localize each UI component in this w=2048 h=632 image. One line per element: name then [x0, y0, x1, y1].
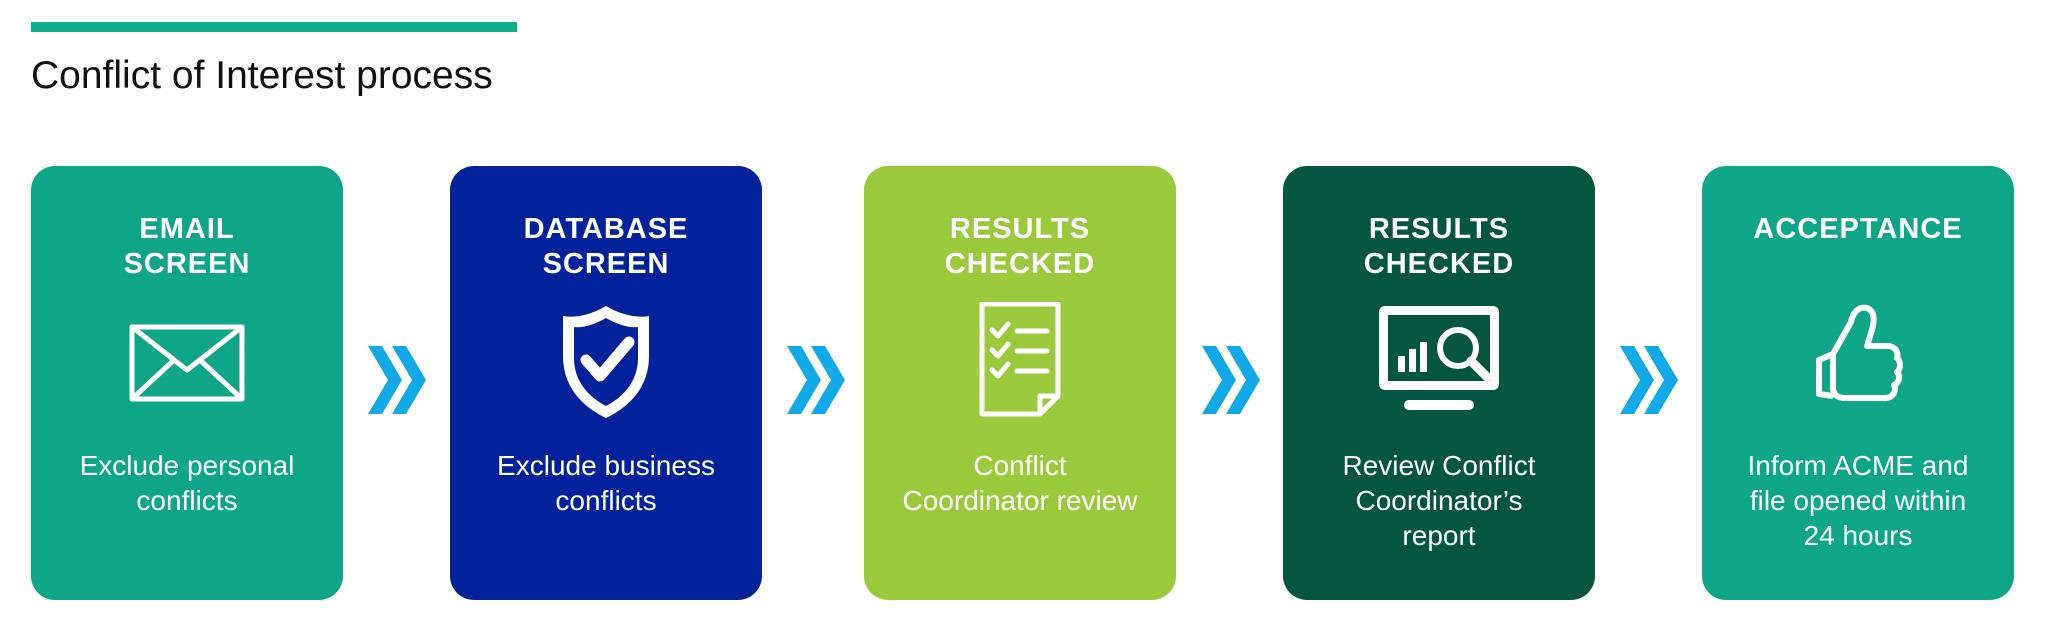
step-description: Review Conflict Coordinator’s report [1342, 450, 1536, 551]
step-description: Inform ACME and file opened within 24 ho… [1747, 450, 1969, 551]
double-chevron-right-icon [1200, 346, 1262, 414]
double-chevron-right-icon [1618, 346, 1680, 414]
envelope-icon [122, 302, 252, 422]
step-description: Conflict Coordinator review [902, 450, 1138, 516]
step-title: RESULTS CHECKED [944, 213, 1096, 280]
step-title: DATABASE SCREEN [523, 213, 689, 280]
step-title: EMAIL SCREEN [123, 213, 251, 280]
step-title: ACCEPTANCE [1753, 213, 1963, 245]
step-card-results-checked-report: RESULTS CHECKED Review Conflict Coordina… [1283, 166, 1595, 600]
double-chevron-right-icon [366, 346, 428, 414]
double-chevron-right-icon [785, 346, 847, 414]
step-description: Exclude business conflicts [497, 450, 715, 516]
step-card-email-screen: EMAIL SCREEN Exclude personal conflicts [31, 166, 343, 600]
shield-check-icon [541, 302, 671, 422]
step-title: RESULTS CHECKED [1363, 213, 1515, 280]
step-card-results-checked-review: RESULTS CHECKED Conflict Coordinator rev… [864, 166, 1176, 600]
step-description: Exclude personal conflicts [79, 450, 295, 516]
title-accent-bar [31, 22, 517, 32]
thumbs-up-icon [1793, 302, 1923, 422]
step-card-database-screen: DATABASE SCREEN Exclude business conflic… [450, 166, 762, 600]
step-card-acceptance: ACCEPTANCE Inform ACME and file opened w… [1702, 166, 2014, 600]
checklist-document-icon [955, 302, 1085, 422]
monitor-chart-magnifier-icon [1374, 302, 1504, 422]
page-title: Conflict of Interest process [31, 54, 493, 97]
